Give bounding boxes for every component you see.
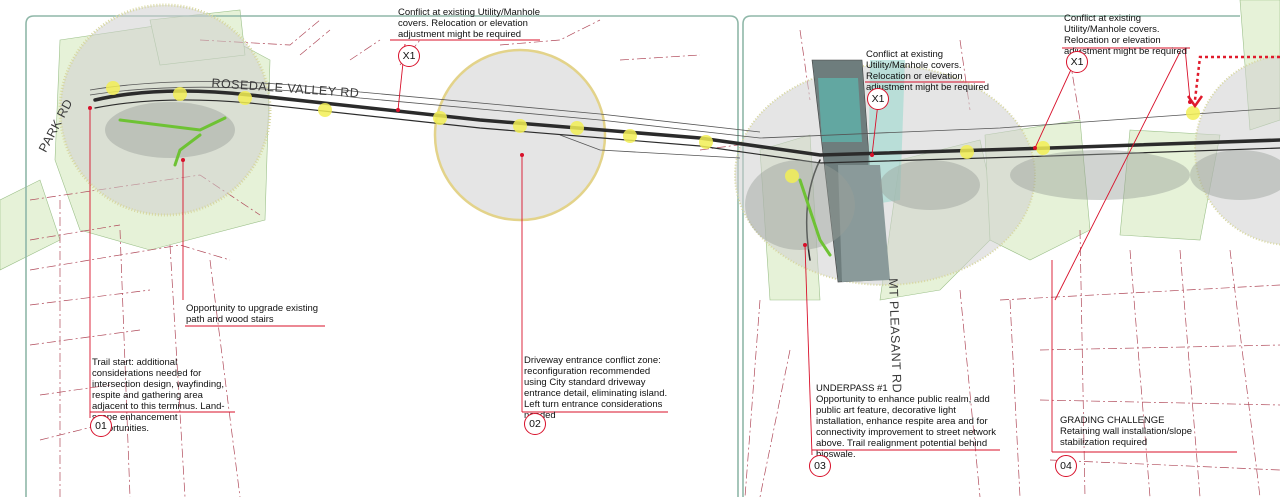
note-driveway-conflict: Driveway entrance conflict zone: reconfi… [524,355,668,421]
note-underpass-body: Opportunity to enhance public realm, add… [816,394,997,460]
badge-02: 02 [524,413,546,435]
underpass-structure [811,59,905,283]
note-trail-start: Trail start: additional considerations n… [92,357,225,434]
note-conflict-x1-west: Conflict at existing Utility/Manhole cov… [398,7,541,40]
note-grading-title: GRADING CHALLENGE [1060,415,1165,426]
note-conflict-x1-east: Conflict at existing Utility/Manhole cov… [1064,13,1188,57]
badge-04: 04 [1055,455,1077,477]
landscape-texture [105,102,1280,250]
callout-anchor-dots [88,100,1192,247]
note-grading-body: Retaining wall installation/slope stabil… [1060,426,1193,448]
badge-x1-center: X1 [867,88,889,110]
zone-circles [58,3,1280,286]
note-conflict-x1-center: Conflict at existing Utility/Manhole cov… [866,49,990,93]
badge-x1-east: X1 [1066,51,1088,73]
green-plantings [118,116,832,257]
road-edges [89,81,1280,159]
callout-leaders [89,39,1237,456]
light-markers [106,81,1200,183]
badge-01: 01 [90,415,112,437]
alternate-route [1193,55,1280,101]
note-path-upgrade: Opportunity to upgrade existing path and… [186,303,319,325]
badge-03: 03 [809,455,831,477]
panel-frames [25,15,1240,497]
badge-x1-west: X1 [398,45,420,67]
note-underpass-title: UNDERPASS #1 [816,383,888,394]
